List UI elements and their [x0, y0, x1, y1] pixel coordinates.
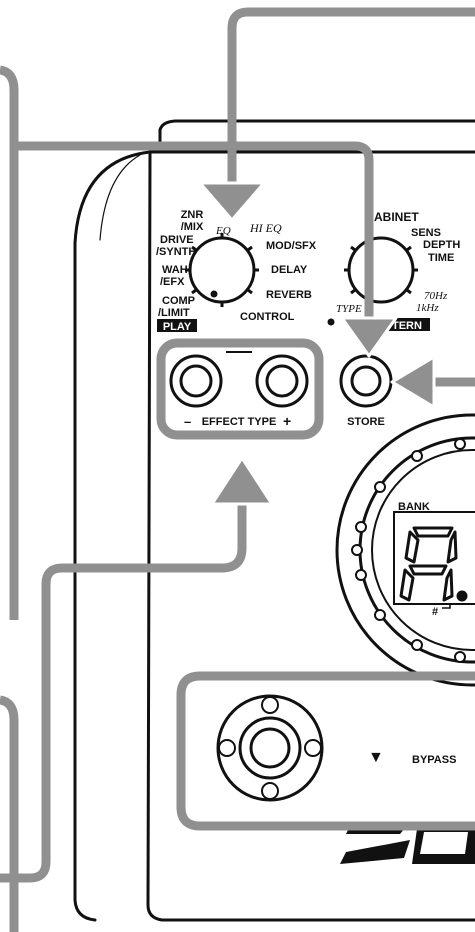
arrow-left-icon	[390, 355, 436, 409]
mode-knob-leader	[227, 7, 475, 185]
store-label: STORE	[347, 416, 385, 428]
mode-selector-knob[interactable]	[185, 233, 259, 307]
effect-type-labels: – EFFECT TYPE +	[184, 413, 291, 429]
label-pattern: TERN	[392, 320, 422, 332]
effect-type-leader	[0, 500, 247, 883]
label-cabinet: ABINET	[374, 210, 419, 224]
label-wah: WAH	[162, 264, 188, 276]
sharp-mark	[442, 603, 451, 609]
bypass-label: BYPASS	[412, 754, 456, 766]
sharp-label: #	[432, 606, 438, 618]
parameter-knob[interactable]	[344, 236, 418, 304]
footswitch-frame	[176, 671, 475, 831]
label-depth: DEPTH	[423, 239, 460, 251]
effect-type-frame	[156, 338, 324, 440]
store-leader	[14, 141, 374, 320]
label-znr: ZNR	[181, 209, 204, 221]
label-lo-eq: EQ	[215, 225, 231, 237]
arrow-down-icon	[340, 316, 398, 358]
footswitch[interactable]	[216, 694, 324, 802]
label-70hz: 70Hz	[424, 290, 448, 302]
label-control: CONTROL	[240, 311, 295, 323]
label-time: TIME	[428, 252, 454, 264]
label-mix: /MIX	[181, 221, 204, 233]
label-mod-sfx: MOD/SFX	[266, 240, 317, 252]
left-bracket-top	[0, 65, 19, 620]
label-limit: /LIMIT	[158, 307, 190, 319]
logo-fragment	[340, 822, 475, 864]
arrow-down-icon	[198, 181, 266, 222]
callout-frames	[156, 338, 475, 831]
label-type: TYPE	[336, 303, 362, 315]
display-screws	[351, 438, 466, 663]
type-dot	[327, 318, 335, 326]
label-1khz: 1kHz	[416, 302, 439, 314]
play-badge	[157, 319, 197, 332]
left-bracket-bottom	[0, 695, 19, 932]
effect-type-plus-label: +	[283, 413, 291, 429]
label-hi-eq: HI EQ	[249, 221, 282, 235]
arrowheads	[198, 181, 436, 506]
effect-type-label: EFFECT TYPE	[202, 416, 277, 428]
down-arrow-glyph: ▼	[368, 749, 384, 766]
label-efx: /EFX	[160, 276, 185, 288]
effect-type-plus-button[interactable]	[255, 354, 309, 408]
effect-type-minus-label: –	[184, 414, 191, 429]
label-synth: /SYNTH	[156, 246, 196, 258]
knob-pointer-dot	[210, 290, 218, 298]
label-sens: SENS	[411, 227, 441, 239]
arrow-up-icon	[210, 456, 274, 506]
label-play: PLAY	[163, 321, 192, 333]
label-comp: COMP	[162, 295, 195, 307]
store-button[interactable]	[339, 354, 393, 408]
led-digit	[399, 526, 468, 602]
label-drive: DRIVE	[160, 234, 194, 246]
label-reverb: REVERB	[266, 289, 312, 301]
label-delay: DELAY	[271, 264, 308, 276]
bank-label: BANK	[398, 501, 430, 513]
mode-labels: ZNR /MIX DRIVE /SYNTH WAH /EFX COMP /LIM…	[156, 209, 317, 333]
device-body	[73, 119, 475, 922]
callout-lines	[0, 7, 475, 932]
effect-type-minus-button[interactable]	[169, 354, 223, 408]
